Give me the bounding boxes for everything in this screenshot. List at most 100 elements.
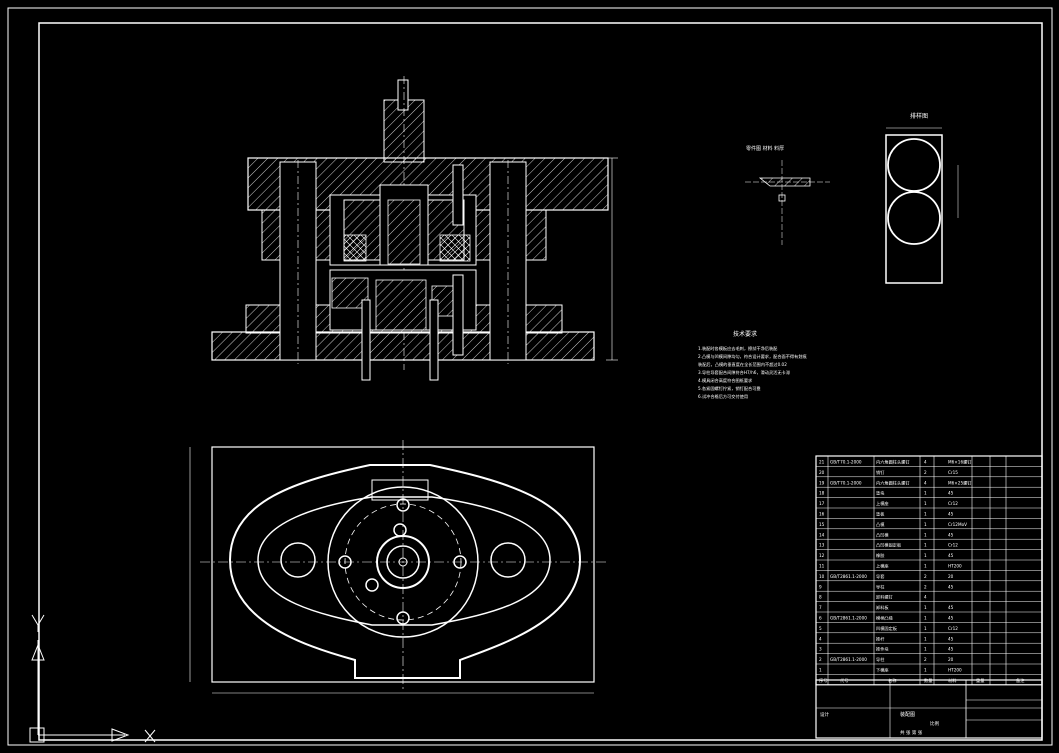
- bom-cell-code: GB/T2861.1-2000: [830, 657, 867, 662]
- bom-cell-mat: Cr15: [948, 470, 958, 475]
- bom-cell-mat: 20: [948, 657, 954, 662]
- bom-cell-qty: 2: [924, 470, 927, 475]
- bom-cell-mat: 45: [948, 616, 954, 621]
- bom-cell-mat: M6×25螺钉: [948, 479, 972, 486]
- bom-cell-no: 17: [819, 501, 825, 506]
- bom-cell-no: 3: [819, 647, 822, 652]
- bom-cell-mat: 45: [948, 584, 954, 589]
- part-view[interactable]: 零件图 材料 料厚: [745, 145, 830, 245]
- bom-cell-qty: 1: [924, 636, 927, 641]
- bom-cell-mat: 45: [948, 553, 954, 558]
- bom-cell-qty: 4: [924, 480, 927, 485]
- bom-cell-qty: 1: [924, 522, 927, 527]
- title-block-drawing-name: 装配图: [900, 711, 915, 718]
- title-block-design: 设计: [820, 711, 829, 718]
- bom-cell-no: 19: [819, 480, 825, 485]
- bom-cell-no: 20: [819, 470, 825, 475]
- bom-cell-name: 推杆: [876, 635, 885, 642]
- tech-req-line-2: 装配后，凸模的垂直度在全长范围内不超过0.02: [698, 361, 787, 368]
- bom-cell-name: 推件块: [876, 646, 889, 653]
- bom-cell-qty: 1: [924, 626, 927, 631]
- bom-cell-no: 5: [819, 626, 822, 631]
- bom-cell-no: 10: [819, 574, 825, 579]
- bom-cell-name: 内六角圆柱头螺钉: [876, 479, 910, 486]
- bom-cell-code: GB/T70.1-2000: [830, 460, 862, 465]
- bom-cell-qty: 1: [924, 668, 927, 673]
- bom-cell-name: 导柱: [876, 656, 885, 663]
- bom-cell-name: 卸料螺钉: [876, 594, 894, 601]
- bom-cell-qty: 1: [924, 491, 927, 496]
- bom-cell-name: 橡胶: [876, 552, 884, 559]
- bom-cell-no: 13: [819, 543, 825, 548]
- bom-cell-qty: 4: [924, 595, 927, 600]
- tech-req-line-1: 2.凸模与凹模间隙均匀，符合设计要求，配合面不得有划痕: [698, 353, 807, 360]
- bom-cell-no: 15: [819, 522, 825, 527]
- bom-cell-mat: 45: [948, 512, 954, 517]
- bom-cell-qty: 1: [924, 564, 927, 569]
- bom-cell-name: 上模座: [876, 563, 889, 570]
- bom-cell-qty: 1: [924, 553, 927, 558]
- title-block-sheet: 共 张 第 张: [900, 729, 923, 736]
- bom-cell-mat: HT200: [948, 564, 962, 569]
- tech-req-line-6: 6.试冲合格后方可交付使用: [698, 393, 748, 400]
- part-view-title: 零件图 材料 料厚: [746, 145, 784, 152]
- bom-cell-qty: 1: [924, 532, 927, 537]
- bom-cell-qty: 2: [924, 657, 927, 662]
- bom-cell-name: 凸模: [876, 521, 885, 528]
- bom-cell-no: 2: [819, 657, 822, 662]
- bom-cell-qty: 1: [924, 512, 927, 517]
- bom-cell-qty: 1: [924, 501, 927, 506]
- bom-cell-no: 9: [819, 584, 822, 589]
- bom-cell-name: 垫板: [876, 511, 885, 518]
- bom-cell-code: GB/T2861.1-2000: [830, 574, 867, 579]
- blank-view[interactable]: 排样图: [885, 112, 959, 284]
- title-block: 设计 装配图 比例 共 张 第 张: [815, 679, 1043, 739]
- bom-cell-mat: 20: [948, 574, 954, 579]
- bom-cell-mat: Cr12: [948, 626, 958, 631]
- bom-cell-name: 导柱: [876, 583, 885, 590]
- bom-cell-name: 凸凹模固定板: [876, 542, 902, 549]
- bom-cell-no: 16: [819, 512, 825, 517]
- bom-cell-mat: 45: [948, 605, 954, 610]
- bom-cell-code: GB/T2861.1-2000: [830, 616, 867, 621]
- outer-border: [7, 7, 1053, 746]
- bom-cell-mat: Cr12: [948, 501, 958, 506]
- bom-cell-no: 12: [819, 553, 825, 558]
- plan-view[interactable]: [189, 440, 606, 694]
- bom-cell-name: 导套: [876, 573, 885, 580]
- section-view[interactable]: [211, 76, 618, 381]
- bom-cell-qty: 1: [924, 605, 927, 610]
- bom-cell-mat: 45: [948, 636, 954, 641]
- bom-cell-code: GB/T70.1-2000: [830, 480, 862, 485]
- bom-cell-mat: HT200: [948, 668, 962, 673]
- bom-cell-qty: 1: [924, 616, 927, 621]
- bom-cell-name: 垫块: [876, 490, 885, 497]
- bom-cell-mat: 45: [948, 491, 954, 496]
- bom-cell-no: 6: [819, 616, 822, 621]
- bom-cell-no: 7: [819, 605, 822, 610]
- bom-cell-no: 11: [819, 564, 825, 569]
- tech-req-title: 技术要求: [733, 330, 757, 338]
- bom-cell-no: 1: [819, 668, 822, 673]
- blank-view-title: 排样图: [910, 112, 928, 120]
- bom-cell-qty: 1: [924, 543, 927, 548]
- bom-cell-name: 凹模固定板: [876, 625, 898, 632]
- bom-cell-qty: 2: [924, 574, 927, 579]
- bom-cell-mat: M6×16螺钉: [948, 459, 972, 466]
- bom-cell-no: 18: [819, 491, 825, 496]
- bom-cell-mat: Cr12: [948, 543, 958, 548]
- bom-cell-no: 4: [819, 636, 822, 641]
- bom-cell-name: 凸凹模: [876, 531, 889, 538]
- tech-requirements: 技术要求 1.装配时各模板应去毛刺，擦拭干净后装配 2.凸模与凹模间隙均匀，符合…: [698, 330, 807, 400]
- tech-req-line-4: 4.模具闭合高度符合图纸要求: [698, 377, 753, 384]
- bom-cell-name: 内六角圆柱头螺钉: [876, 459, 910, 466]
- bom-cell-no: 8: [819, 595, 822, 600]
- bom-cell-name: 下模座: [876, 667, 889, 674]
- bom-cell-name: 上模座: [876, 500, 889, 507]
- ucs-axis-icon: [29, 614, 156, 743]
- bom-cell-no: 21: [819, 460, 825, 465]
- bom-cell-name: 卸料板: [876, 604, 889, 611]
- inner-border: [38, 22, 1043, 741]
